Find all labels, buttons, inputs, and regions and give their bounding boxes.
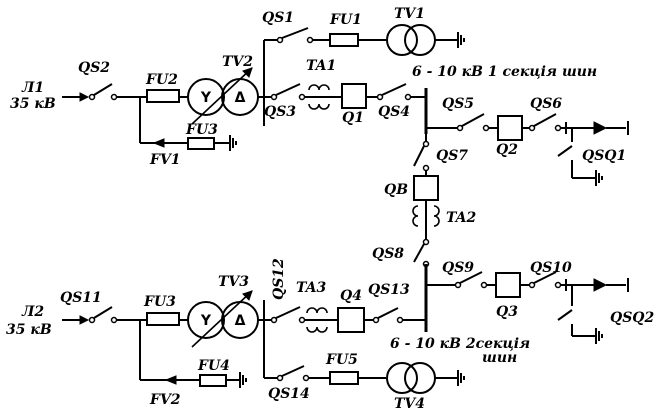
bus-coupler [412,134,440,270]
fu2-label: FU2 [145,72,178,88]
qs4-label: QS4 [378,104,410,120]
qs5-blade [461,113,485,127]
bus-2-label: 6 - 10 кВ 2секція [390,336,530,352]
ta1-label: TA1 [306,58,336,74]
qs13-label: QS13 [368,282,410,298]
qs10-blade [533,271,557,284]
ta2-current-transformer [412,205,419,227]
qs7-blade [413,145,425,167]
qs1-label: QS1 [262,10,294,26]
q4-label: Q4 [340,288,362,304]
fu4-label: FU4 [197,358,230,374]
q1-label: Q1 [342,110,364,126]
qs6-blade [533,113,557,127]
ta2-label: TA2 [446,210,477,226]
tv1-label: TV1 [394,6,425,22]
fu5-fuse [329,371,359,385]
qs4-blade [381,83,407,96]
qs7-label: QS7 [436,148,468,164]
qs8-blade [413,243,425,263]
star-symbol: Y [200,313,212,329]
qs11-blade [93,306,113,319]
ta1-current-transformer [308,84,330,91]
delta-symbol: Δ [235,313,246,329]
qsq1-blade [557,145,573,157]
tv3-label: TV3 [218,274,249,290]
line-2-feeder [62,306,247,389]
qs3-label: QS3 [264,104,296,120]
tv1-metering-branch [264,24,465,56]
fv1-label: FV1 [149,152,181,168]
ta3-label: TA3 [296,280,327,296]
tv2-label: TV2 [222,54,253,70]
tv3-transformer: Y Δ [187,290,265,378]
qsq1-label: QSQ1 [582,148,626,164]
line-2-label: Л2 [21,304,44,320]
qs6-label: QS6 [530,96,562,112]
ta3-current-transformer [306,307,328,314]
tv2-transformer: Y Δ [187,40,265,126]
line-1-voltage: 35 кВ [10,96,56,112]
fu3-label-bottom: FU3 [143,294,176,310]
q2-breaker [497,115,523,141]
section-1-incomer [264,83,426,110]
star-symbol: Y [200,90,212,106]
qs9-blade [459,271,483,284]
bus-1-label: 6 - 10 кВ 1 секція шин [412,64,597,80]
qs12-label: QS12 [271,258,287,300]
qs9-label: QS9 [442,260,474,276]
qs2-blade [93,83,113,96]
fv2-arrester [199,374,227,387]
qsq2-label: QSQ2 [610,310,655,326]
q3-breaker [495,272,521,298]
qs3-blade [275,83,301,96]
line-2-voltage: 35 кВ [6,322,52,338]
fu3-label-top: FU3 [185,122,218,138]
tv4-label: TV4 [394,396,425,412]
qs12-blade [275,306,301,319]
bus-section-1 [424,88,629,187]
q4-breaker [337,307,365,333]
qs8-label: QS8 [372,246,404,262]
qs11-label: QS11 [60,290,102,306]
fu2-fuse [146,89,180,103]
fu5-label: FU5 [325,352,358,368]
qb-label: QB [384,182,408,198]
fu1-label: FU1 [329,12,362,28]
qs10-label: QS10 [530,260,572,276]
section-2-incomer [264,306,426,333]
q3-label: Q3 [496,304,518,320]
line-1-label: Л1 [21,80,44,96]
tv4-metering-branch [264,362,465,394]
fu3-fuse [146,312,180,326]
fv1-arrester [187,137,215,150]
qs14-label: QS14 [268,386,310,402]
labels: Л1 35 кВ QS2 FU2 FU3 FV1 TV2 QS1 FU1 TV1… [6,6,655,412]
qsq2-blade [557,309,573,321]
line-1-feeder [62,83,237,152]
bus-section-2 [424,264,629,345]
q2-label: Q2 [496,142,518,158]
qb-breaker [413,175,439,201]
fu1-fuse [329,33,359,47]
qs5-label: QS5 [442,96,474,112]
qs14-blade [281,365,305,377]
qs1-blade [281,27,309,39]
qs2-label: QS2 [78,60,110,76]
q1-breaker [341,83,367,109]
bus-2-label-tail: шин [482,350,517,366]
delta-symbol: Δ [235,90,246,106]
fv2-label: FV2 [149,392,181,408]
qs13-blade [377,307,399,319]
